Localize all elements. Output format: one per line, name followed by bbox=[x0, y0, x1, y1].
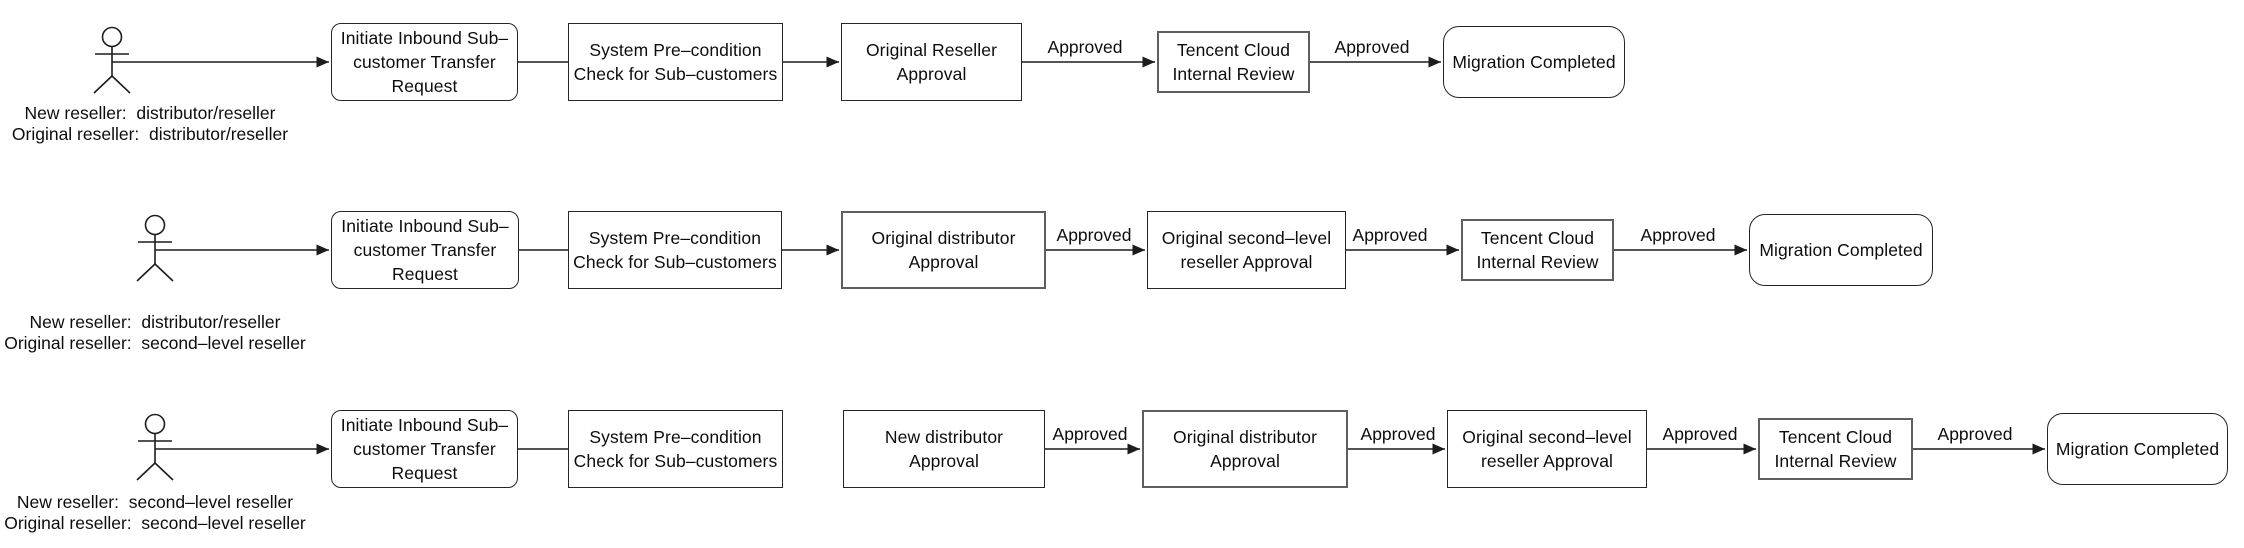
approved-label: Approved bbox=[1052, 424, 1128, 444]
actor-head bbox=[144, 214, 166, 236]
node-migration-completed-row1: Migration Completed bbox=[1443, 26, 1625, 98]
approved-label: Approved bbox=[1047, 37, 1123, 57]
approved-label: Approved bbox=[1360, 424, 1436, 444]
approved-label: Approved bbox=[1937, 424, 2013, 444]
actor-figure-row1 bbox=[93, 26, 131, 94]
approved-label: Approved bbox=[1056, 225, 1132, 245]
node-migration-completed-row3: Migration Completed bbox=[2047, 413, 2228, 485]
actor-leg-right bbox=[154, 462, 174, 481]
node-tencent-internal-review-row2: Tencent Cloud Internal Review bbox=[1461, 219, 1614, 281]
node-initiate-request-row3: Initiate Inbound Sub– customer Transfer … bbox=[331, 410, 518, 488]
actor-caption-row1: New reseller: distributor/reseller Origi… bbox=[11, 103, 289, 144]
node-original-second-level-reseller-approval-row2: Original second–level reseller Approval bbox=[1147, 211, 1346, 289]
approved-label: Approved bbox=[1662, 424, 1738, 444]
node-original-distributor-approval-row3: Original distributor Approval bbox=[1142, 410, 1348, 488]
node-original-reseller-approval-row1: Original Reseller Approval bbox=[841, 23, 1022, 101]
approved-label: Approved bbox=[1334, 37, 1410, 57]
actor-head bbox=[101, 26, 123, 48]
actor-caption-row2: New reseller: distributor/reseller Origi… bbox=[4, 312, 306, 353]
node-tencent-internal-review-row3: Tencent Cloud Internal Review bbox=[1758, 418, 1913, 480]
node-system-precondition-check-row3: System Pre–condition Check for Sub–custo… bbox=[568, 410, 783, 488]
node-system-precondition-check-row2: System Pre–condition Check for Sub–custo… bbox=[568, 211, 782, 289]
actor-head bbox=[144, 413, 166, 435]
node-tencent-internal-review-row1: Tencent Cloud Internal Review bbox=[1157, 31, 1310, 93]
actor-caption-row3: New reseller: second–level reseller Orig… bbox=[4, 492, 306, 533]
approved-label: Approved bbox=[1640, 225, 1716, 245]
node-migration-completed-row2: Migration Completed bbox=[1749, 214, 1933, 286]
actor-figure-row2 bbox=[136, 214, 174, 282]
actor-leg-left bbox=[93, 75, 113, 94]
approved-label: Approved bbox=[1352, 225, 1428, 245]
node-initiate-request-row1: Initiate Inbound Sub– customer Transfer … bbox=[331, 23, 518, 101]
actor-leg-right bbox=[154, 263, 174, 282]
node-original-distributor-approval-row2: Original distributor Approval bbox=[841, 211, 1046, 289]
actor-leg-left bbox=[136, 462, 156, 481]
actor-leg-left bbox=[136, 263, 156, 282]
node-original-second-level-reseller-approval-row3: Original second–level reseller Approval bbox=[1447, 410, 1647, 488]
node-new-distributor-approval-row3: New distributor Approval bbox=[843, 410, 1045, 488]
node-system-precondition-check-row1: System Pre–condition Check for Sub–custo… bbox=[568, 23, 783, 101]
node-initiate-request-row2: Initiate Inbound Sub– customer Transfer … bbox=[331, 211, 519, 289]
actor-leg-right bbox=[111, 75, 131, 94]
actor-figure-row3 bbox=[136, 413, 174, 481]
